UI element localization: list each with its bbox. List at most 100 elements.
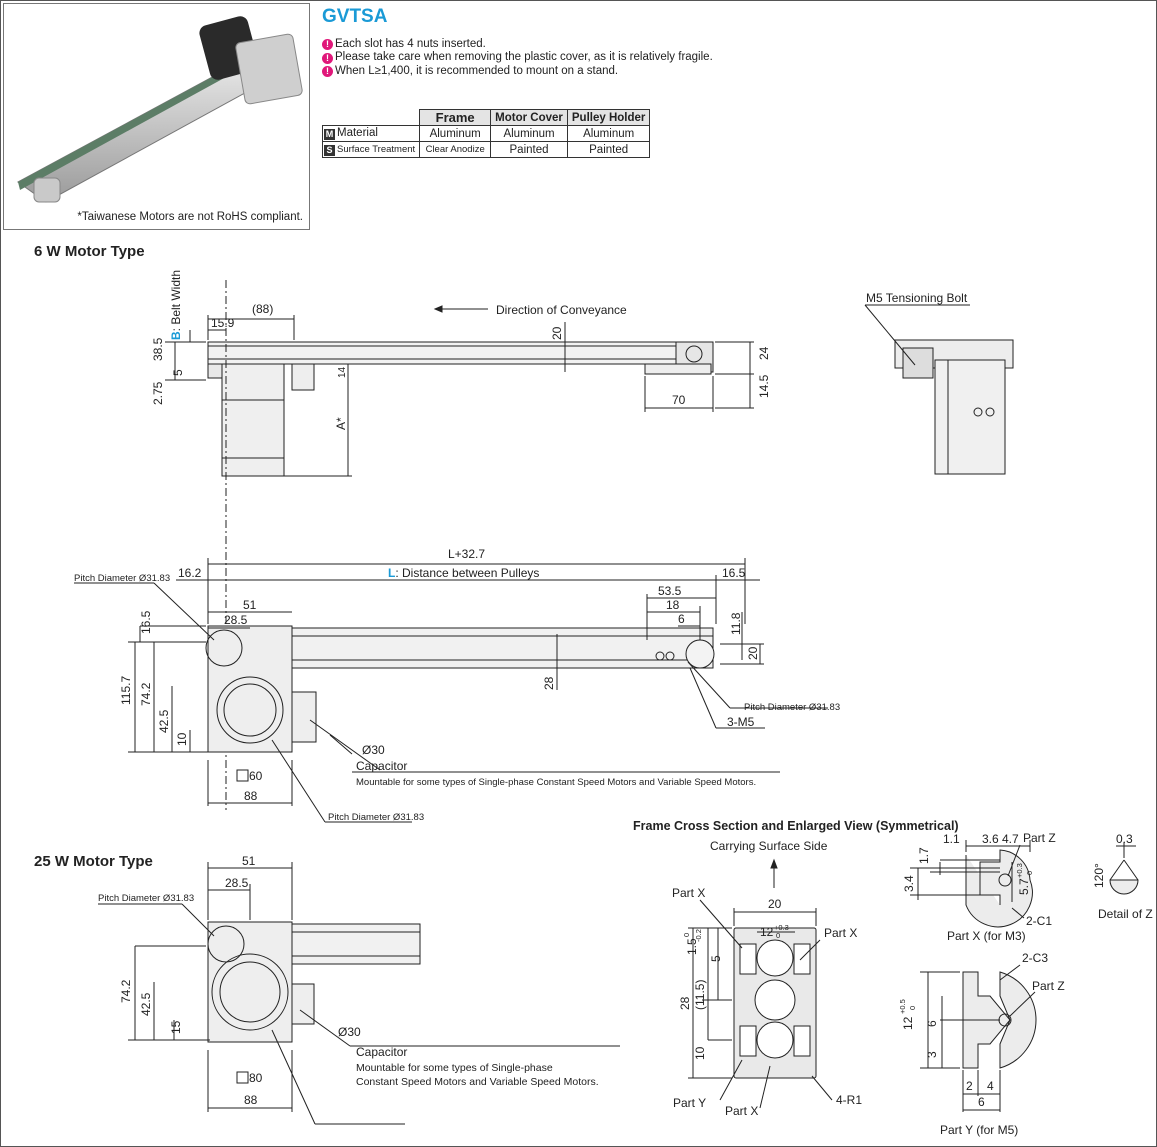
pitch-diameter-bottom: Pitch Diameter Ø31.83 — [328, 812, 424, 823]
svg-text:B: Belt Width: B: Belt Width — [169, 270, 183, 340]
top-view: L+32.7 L: Distance between Pulleys 16.2 … — [74, 547, 840, 823]
tol-5-7-lower: 0 — [1025, 871, 1034, 875]
part-z-x: Part Z — [1023, 831, 1056, 845]
direction-label: Direction of Conveyance — [496, 303, 627, 317]
dim-1-7: 1.7 — [917, 847, 931, 864]
detail-z-caption: Detail of Z — [1098, 907, 1153, 921]
part-x-caption: Part X (for M3) — [947, 929, 1026, 943]
surface-badge: S — [324, 145, 335, 156]
dim-15-9: 15.9 — [211, 316, 235, 330]
dim-3-6: 3.6 — [982, 832, 999, 846]
dim-6b-part-y: 6 — [978, 1095, 985, 1109]
side-view: (88) 15.9 38.5 5 2.75 14 A* 20 Direction… — [151, 270, 771, 810]
dim-28-5-25w: 28.5 — [225, 876, 249, 890]
pitch-diameter-label: Pitch Diameter Ø31.83 — [74, 573, 170, 584]
section-cross: Frame Cross Section and Enlarged View (S… — [633, 819, 959, 833]
dim-15-25w: 15 — [169, 1020, 183, 1034]
dim-12-cross: 12 — [760, 925, 774, 939]
dim-sq60: 60 — [249, 769, 263, 783]
dim-14-side: 14 — [337, 366, 348, 378]
dim-12-part-y: 12 — [901, 1016, 915, 1030]
part-y-view: 2-C3 Part Z 12 +0.5 0 6 3 2 4 6 Part Y (… — [898, 951, 1065, 1137]
part-x-bottom: Part X — [725, 1104, 758, 1118]
m5-tensioning-label: M5 Tensioning Bolt — [866, 291, 968, 305]
dim-5-7: 5.7 — [1017, 878, 1031, 895]
tol-12-upper: +0.3 — [774, 923, 789, 932]
product-photo: *Taiwanese Motors are not RoHS compliant… — [3, 3, 310, 230]
part-y-caption: Part Y (for M5) — [940, 1123, 1018, 1137]
notes-list: !Each slot has 4 nuts inserted. !Please … — [322, 38, 713, 78]
dim-88-side: (88) — [252, 302, 273, 316]
tol-12-lower: 0 — [776, 931, 780, 940]
tol-1-5-lower: -0.2 — [694, 929, 703, 942]
dim-74-2-25w: 74.2 — [119, 979, 133, 1003]
caution-icon: ! — [322, 39, 333, 51]
l-letter: L — [388, 566, 395, 580]
note-item: !Please take care when removing the plas… — [322, 51, 713, 64]
l-distance-label: : Distance between Pulleys — [395, 566, 539, 580]
conveyor-illustration — [17, 16, 303, 203]
dim-88-25w: 88 — [244, 1093, 258, 1107]
product-title: GVTSA — [322, 6, 388, 27]
dim-42-5-25w: 42.5 — [139, 992, 153, 1016]
dim-74-2-top: 74.2 — [139, 682, 153, 706]
square-symbol — [236, 1071, 249, 1084]
dim-2-75: 2.75 — [151, 381, 165, 405]
table-cell: Clear Anodize — [419, 141, 492, 158]
dim-51-top: 51 — [243, 598, 257, 612]
dim-3-part-y: 3 — [925, 1051, 939, 1058]
square-symbol — [236, 769, 249, 782]
part-y-label: Part Y — [673, 1096, 706, 1110]
carrying-surface-label: Carrying Surface Side — [710, 839, 828, 853]
dim-51-25w: 51 — [242, 854, 256, 868]
dim-0-3: 0.3 — [1116, 832, 1133, 846]
section-25w: 25 W Motor Type — [34, 853, 153, 870]
rohs-note: *Taiwanese Motors are not RoHS compliant… — [77, 211, 303, 223]
tol-12-y-lower: 0 — [908, 1006, 917, 1010]
dim-1-1: 1.1 — [943, 832, 960, 846]
capacitor-25w: Capacitor — [356, 1045, 407, 1059]
part-z-y: Part Z — [1032, 979, 1065, 993]
header-frame: Frame — [419, 109, 492, 126]
dim-16-2: 16.2 — [178, 566, 202, 580]
dim-53-5: 53.5 — [658, 584, 682, 598]
header-motor-cover: Motor Cover — [490, 109, 568, 126]
dim-l-plus: L+32.7 — [448, 547, 485, 561]
dim-14-5: 14.5 — [757, 374, 771, 398]
dim-115-7: 115.7 — [119, 676, 133, 705]
dim-18: 18 — [666, 598, 680, 612]
dim-1-5: 1.5 — [685, 938, 699, 955]
dim-38-5: 38.5 — [151, 337, 165, 361]
table-cell: Aluminum — [566, 125, 651, 142]
capacitor-label: Capacitor — [356, 759, 407, 773]
pitch-25w: Pitch Diameter Ø31.83 — [98, 893, 194, 904]
dim-sq80: 80 — [249, 1071, 263, 1085]
dim-28-cross: 28 — [678, 996, 692, 1010]
dim-20-side: 20 — [550, 326, 564, 340]
mountable-25w-line1: Mountable for some types of Single-phase — [356, 1062, 553, 1074]
dim-5-side: 5 — [171, 369, 185, 376]
dim-28-top: 28 — [542, 676, 556, 690]
caution-icon: ! — [322, 66, 333, 78]
note-item: !When L≥1,400, it is recommended to moun… — [322, 65, 713, 78]
radius-4-r1: 4-R1 — [836, 1093, 862, 1107]
table-cell: Painted — [566, 141, 651, 158]
dia30-25w: Ø30 — [338, 1025, 361, 1039]
part-x-right: Part X — [824, 926, 857, 940]
note-item: !Each slot has 4 nuts inserted. — [322, 38, 713, 51]
dim-11-8: 11.8 — [729, 612, 743, 635]
dim-16-5: 16.5 — [139, 610, 153, 634]
dim-10-cross: 10 — [693, 1046, 707, 1060]
section-6w: 6 W Motor Type — [34, 243, 145, 260]
chamfer-2-c1: 2-C1 — [1026, 914, 1052, 928]
dim-42-5-top: 42.5 — [157, 709, 171, 733]
detail-z-view: 0.3 120° Detail of Z — [1092, 832, 1153, 921]
table-cell: Aluminum — [419, 125, 492, 142]
material-badge: M — [324, 129, 335, 140]
dim-20-cross: 20 — [768, 897, 782, 911]
dim-6-top: 6 — [678, 612, 685, 626]
dim-4-7: 4.7 — [1002, 832, 1019, 846]
dim-4-part-y: 4 — [987, 1079, 994, 1093]
